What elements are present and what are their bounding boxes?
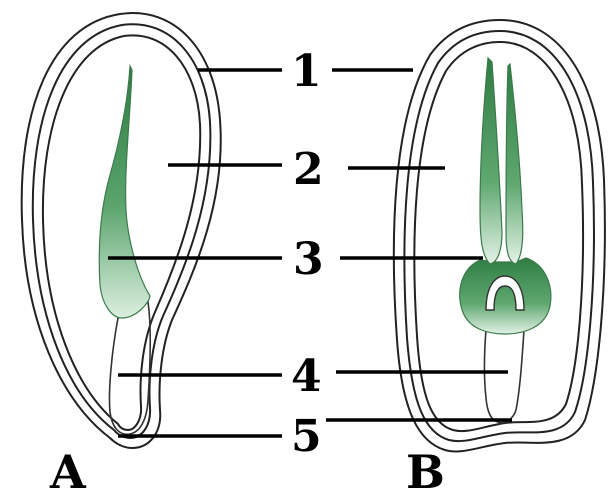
seed-a-cotyledon xyxy=(99,66,150,318)
part-number-3: 3 xyxy=(293,234,324,285)
seed-a-embryo-axis xyxy=(109,302,150,434)
seed-b xyxy=(394,20,605,451)
part-number-2: 2 xyxy=(293,144,324,195)
part-numbers: 1 2 3 4 5 xyxy=(291,46,324,462)
figure-label-b: B xyxy=(406,445,445,493)
seed-b-cotyledon-right xyxy=(506,64,523,264)
part-number-5: 5 xyxy=(291,411,322,462)
figure-label-a: A xyxy=(49,445,87,493)
seed-b-cotyledon-base xyxy=(460,258,551,334)
part-number-4: 4 xyxy=(291,351,322,402)
seed-b-cotyledon-left xyxy=(480,58,502,264)
seed-b-embryo-axis xyxy=(485,330,525,423)
seed-a xyxy=(22,13,221,448)
part-number-1: 1 xyxy=(291,46,322,97)
